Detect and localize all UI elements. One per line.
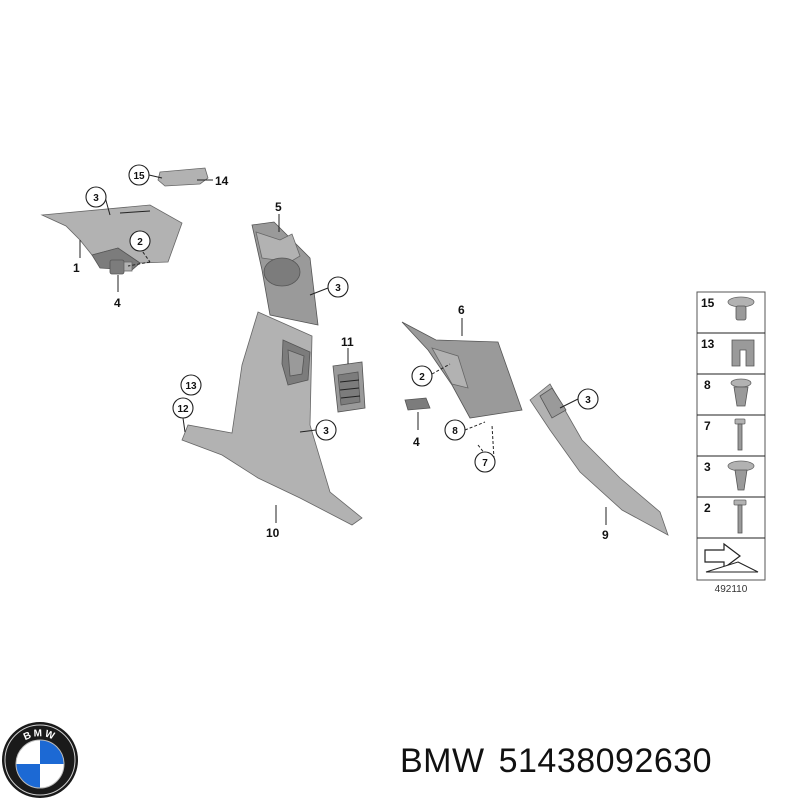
svg-text:3: 3 bbox=[93, 193, 99, 204]
callout-9: 9 bbox=[602, 507, 609, 542]
svg-text:3: 3 bbox=[323, 426, 329, 437]
callout-15-top: 15 bbox=[128, 164, 163, 186]
svg-text:2: 2 bbox=[137, 237, 143, 248]
svg-text:BMW: BMW bbox=[22, 728, 58, 743]
legend-arrow-icon bbox=[704, 542, 759, 573]
svg-text:2: 2 bbox=[419, 372, 425, 383]
svg-text:1: 1 bbox=[73, 261, 80, 275]
callout-7-part6: 7 bbox=[474, 424, 496, 473]
part-6-trim bbox=[401, 321, 523, 419]
brand-name: BMW bbox=[400, 742, 485, 780]
part-11-vent bbox=[332, 361, 366, 413]
callout-2-part1: 2 bbox=[127, 230, 151, 267]
legend-reference: 492110 bbox=[715, 584, 748, 595]
callout-10: 10 bbox=[266, 505, 280, 540]
svg-text:13: 13 bbox=[701, 337, 715, 351]
part-5-trim bbox=[251, 221, 319, 326]
callout-3-part9: 3 bbox=[559, 388, 599, 410]
svg-text:4: 4 bbox=[413, 435, 420, 449]
callout-1: 1 bbox=[73, 240, 81, 275]
callout-11: 11 bbox=[341, 335, 354, 364]
legend-item-15: 15 bbox=[701, 296, 755, 321]
callout-8-part6: 8 bbox=[444, 419, 486, 441]
legend-item-3: 3 bbox=[704, 460, 755, 491]
part-10-trim bbox=[181, 311, 363, 526]
svg-text:9: 9 bbox=[602, 528, 609, 542]
callout-3-part5: 3 bbox=[309, 276, 349, 298]
svg-text:12: 12 bbox=[177, 404, 189, 415]
svg-text:8: 8 bbox=[452, 426, 458, 437]
svg-text:15: 15 bbox=[701, 296, 715, 310]
legend-item-2: 2 bbox=[704, 499, 747, 534]
callout-3-part1: 3 bbox=[85, 186, 111, 216]
callout-14: 14 bbox=[197, 174, 229, 188]
callout-5: 5 bbox=[275, 200, 282, 232]
svg-text:3: 3 bbox=[335, 283, 341, 294]
callout-4-part1: 4 bbox=[114, 275, 121, 310]
part-9-trim bbox=[529, 383, 669, 536]
svg-text:10: 10 bbox=[266, 526, 280, 540]
bmw-logo: BMW bbox=[2, 722, 78, 798]
callout-3-part10: 3 bbox=[299, 419, 337, 441]
legend-item-7: 7 bbox=[704, 418, 746, 451]
svg-text:13: 13 bbox=[185, 381, 197, 392]
fastener-legend: 15 13 8 7 3 2 bbox=[696, 291, 766, 595]
legend-item-8: 8 bbox=[704, 378, 752, 407]
svg-text:11: 11 bbox=[341, 335, 354, 349]
svg-text:15: 15 bbox=[133, 171, 145, 182]
svg-text:2: 2 bbox=[704, 501, 711, 515]
svg-text:3: 3 bbox=[704, 460, 711, 474]
callout-4-part6: 4 bbox=[413, 412, 420, 449]
part-4-clip bbox=[109, 259, 133, 275]
svg-text:3: 3 bbox=[585, 395, 591, 406]
part-14-bracket bbox=[157, 167, 209, 187]
svg-text:14: 14 bbox=[215, 174, 229, 188]
legend-item-13: 13 bbox=[701, 337, 755, 367]
callout-2-part6: 2 bbox=[411, 363, 451, 387]
svg-text:8: 8 bbox=[704, 378, 711, 392]
svg-text:4: 4 bbox=[114, 296, 121, 310]
part-4-clip-c bbox=[404, 397, 431, 411]
svg-text:5: 5 bbox=[275, 200, 282, 214]
callout-12: 12 bbox=[172, 397, 194, 433]
callout-6: 6 bbox=[458, 303, 465, 336]
part-number-caption: BMW 51438092630 bbox=[400, 742, 726, 781]
svg-text:7: 7 bbox=[482, 458, 488, 469]
svg-text:6: 6 bbox=[458, 303, 465, 317]
svg-text:7: 7 bbox=[704, 419, 711, 433]
callout-13-part10: 13 bbox=[180, 374, 202, 396]
part-number: 51438092630 bbox=[498, 742, 713, 780]
